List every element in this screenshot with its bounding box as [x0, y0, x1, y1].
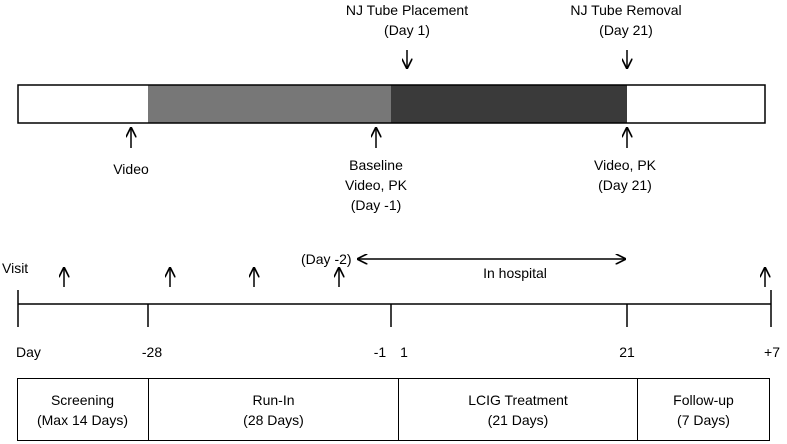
- phase-screening: Screening (Max 14 Days): [17, 378, 149, 441]
- day-minus2-label: (Day -2): [301, 251, 352, 267]
- bar-segment-treatment: [391, 85, 627, 123]
- bar-segment-followup: [627, 85, 765, 123]
- tick-label: 21: [619, 344, 635, 360]
- phase-followup: Follow-up (7 Days): [638, 378, 770, 441]
- tick-label: 1: [400, 344, 408, 360]
- tick-label: -1: [373, 344, 387, 360]
- nj-removal-label: NJ Tube Removal (Day 21): [570, 2, 682, 38]
- tick-label: -28: [141, 344, 163, 360]
- nj-placement-label: NJ Tube Placement (Day 1): [345, 2, 469, 38]
- phase-runin: Run-In (28 Days): [149, 378, 399, 441]
- bar-segment-runin: [148, 85, 391, 123]
- baseline-label: Baseline Video, PK (Day -1): [344, 157, 408, 213]
- phase-treatment: LCIG Treatment (21 Days): [399, 378, 638, 441]
- day-label: Day: [16, 344, 41, 360]
- study-bar-outline: [17, 84, 766, 124]
- end-video-label: Video, PK (Day 21): [593, 157, 657, 193]
- video-label: Video: [113, 161, 149, 177]
- visit-label: Visit: [2, 260, 29, 276]
- in-hospital-label: In hospital: [483, 265, 547, 281]
- bar-segment-screening: [18, 85, 148, 123]
- tick-label: +7: [764, 344, 780, 360]
